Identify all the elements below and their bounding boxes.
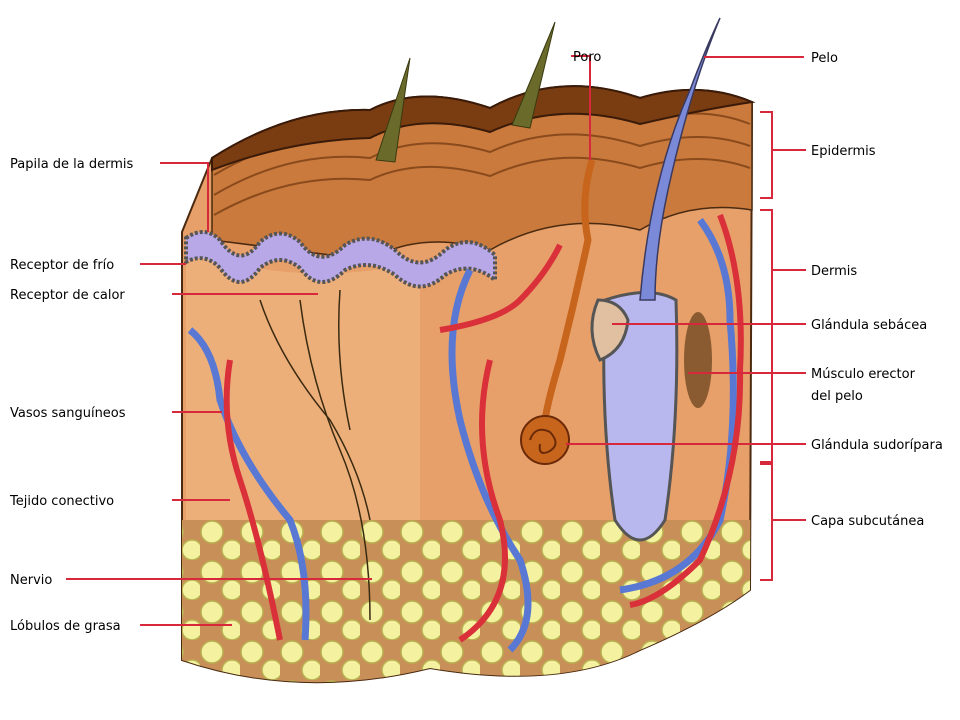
skin-block — [181, 17, 756, 684]
hair-middle — [511, 21, 556, 129]
label-receptor-frio: Receptor de frío — [10, 258, 114, 273]
label-receptor-calor: Receptor de calor — [10, 288, 125, 303]
sweat-duct — [541, 158, 596, 421]
label-capa-subcutanea: Capa subcutánea — [811, 514, 924, 529]
sweat-gland-coils — [529, 428, 557, 454]
label-dermis: Dermis — [811, 264, 857, 279]
label-pelo: Pelo — [811, 51, 838, 66]
label-papila-dermis: Papila de la dermis — [10, 157, 134, 172]
label-tejido-conectivo: Tejido conectivo — [9, 494, 114, 509]
label-del-pelo: del pelo — [811, 389, 863, 404]
label-epidermis: Epidermis — [811, 144, 876, 159]
sebaceous-gland — [590, 298, 630, 362]
label-poro: Poro — [573, 50, 601, 65]
labels-right: Pelo Epidermis Dermis Glándula sebácea M… — [811, 51, 943, 529]
dermal-papillae — [184, 230, 497, 289]
label-glandula-sebacea: Glándula sebácea — [811, 318, 927, 333]
leader-lines — [66, 55, 806, 626]
nerve-fibers — [259, 289, 371, 621]
label-musculo-erector: Músculo erector — [811, 367, 916, 382]
hair-left — [375, 57, 411, 163]
label-nervio: Nervio — [10, 573, 52, 588]
arrector-muscle — [684, 312, 712, 408]
labels-left: Papila de la dermis Receptor de frío Rec… — [9, 157, 134, 634]
label-glandula-sudoripara: Glándula sudorípara — [811, 438, 943, 453]
label-lobulos-grasa: Lóbulos de grasa — [10, 619, 121, 634]
label-vasos-sanguineos: Vasos sanguíneos — [10, 406, 126, 421]
labels-top: Poro — [573, 50, 601, 65]
artery-vessels — [223, 213, 744, 643]
hair-follicle — [602, 291, 679, 542]
hair-right — [639, 17, 721, 301]
sweat-gland — [520, 415, 570, 465]
vein-vessels — [187, 217, 737, 653]
